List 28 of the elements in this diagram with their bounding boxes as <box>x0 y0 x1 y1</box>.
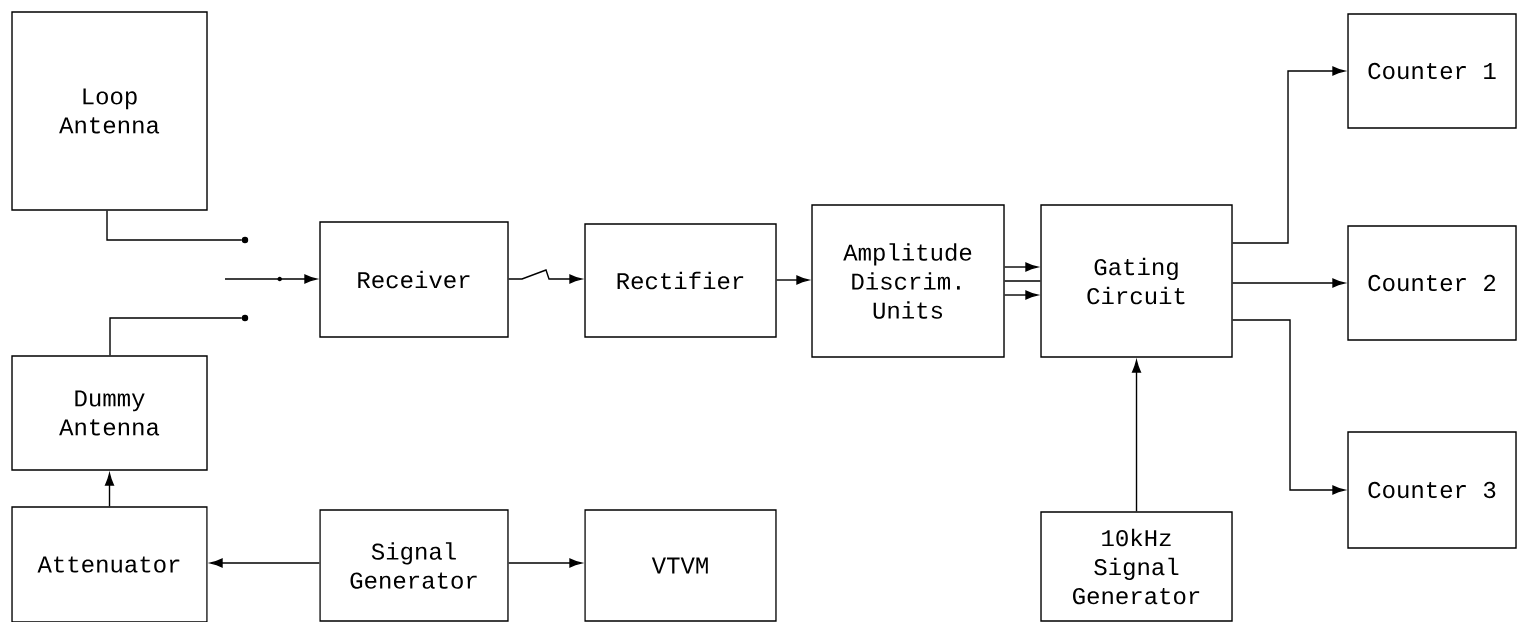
process-box: Gating Circuit <box>1040 204 1233 358</box>
arrow <box>1004 262 1038 272</box>
process-box: Loop Antenna <box>11 11 208 211</box>
connector-line <box>109 317 243 356</box>
arrow <box>508 269 582 284</box>
connector-line <box>1004 280 1041 282</box>
arrow <box>508 558 582 568</box>
arrow <box>1232 66 1345 244</box>
connector-line <box>106 210 243 241</box>
arrow <box>224 274 317 284</box>
process-box: 10kHz Signal Generator <box>1040 511 1233 622</box>
process-box: Counter 3 <box>1347 431 1517 549</box>
process-box: Attenuator <box>11 506 208 622</box>
arrow <box>1131 360 1142 512</box>
arrow <box>1232 278 1345 288</box>
arrow <box>104 473 115 507</box>
process-box: Rectifier <box>584 223 777 338</box>
process-box: Counter 2 <box>1347 225 1517 341</box>
arrow <box>1004 290 1038 300</box>
process-box: Amplitude Discrim. Units <box>811 204 1005 358</box>
arrow <box>210 558 320 568</box>
process-box: Receiver <box>319 221 509 338</box>
process-box: Dummy Antenna <box>11 355 208 471</box>
process-box: Signal Generator <box>319 509 509 622</box>
process-box: VTVM <box>584 509 777 622</box>
arrow <box>776 275 809 285</box>
process-box: Counter 1 <box>1347 13 1517 129</box>
arrow <box>1232 319 1345 495</box>
